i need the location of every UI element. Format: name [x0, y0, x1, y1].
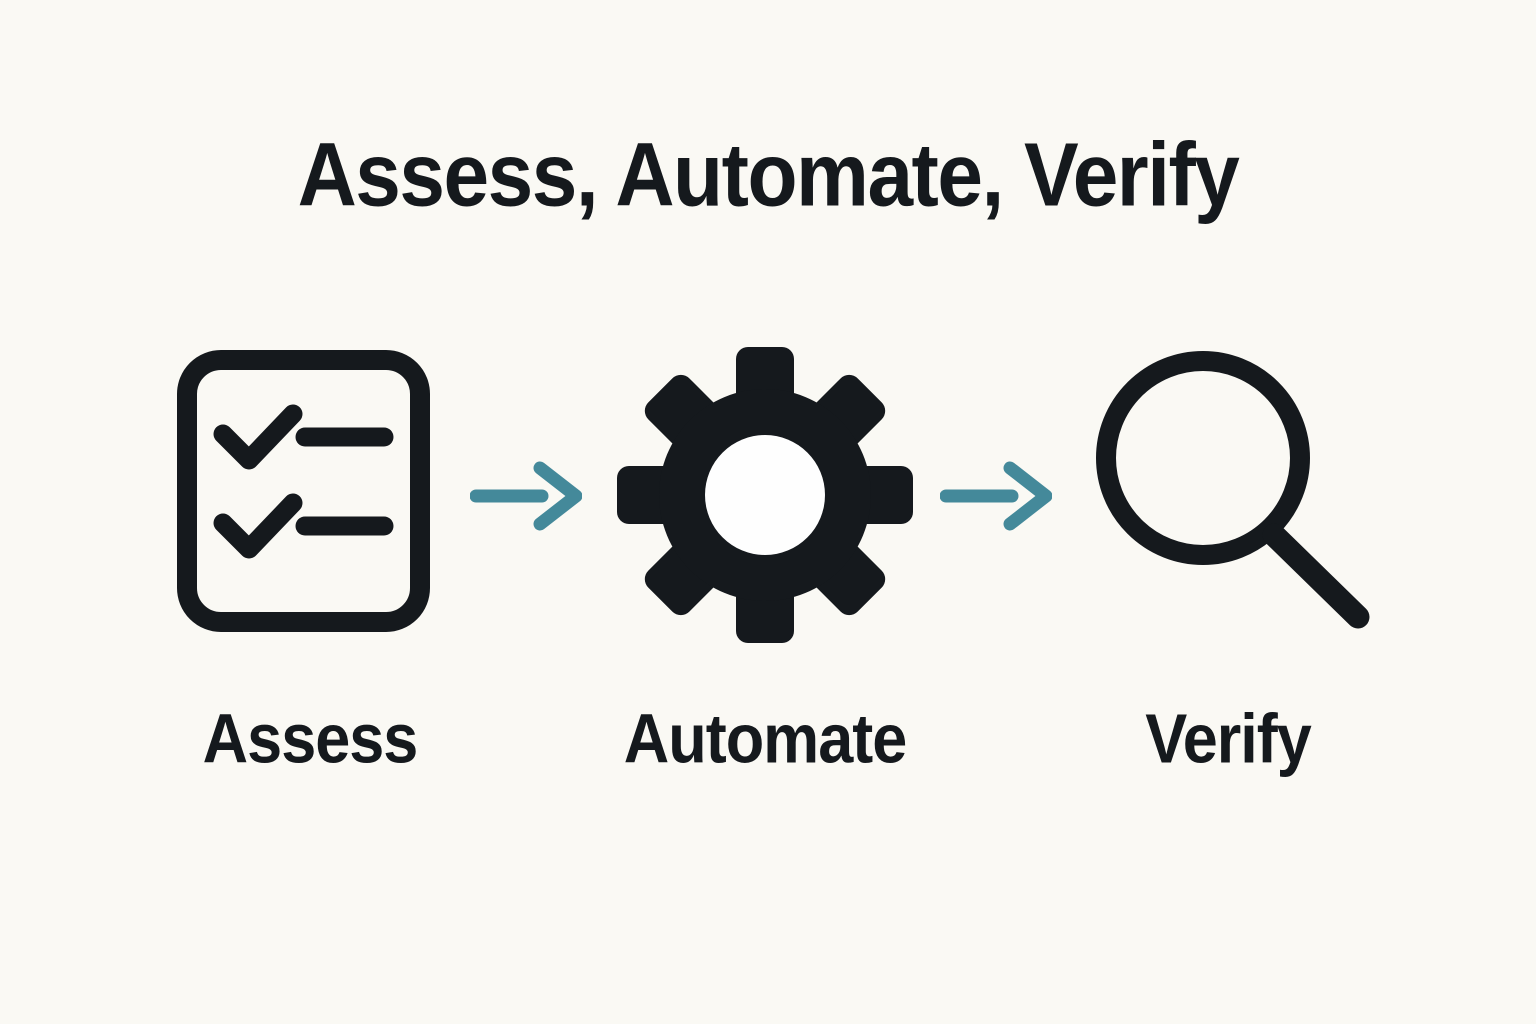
checklist-icon [177, 350, 430, 632]
step-label-automate: Automate [623, 701, 908, 779]
step-label-assess: Assess [202, 701, 419, 779]
gear-icon [617, 347, 913, 643]
step-label-verify: Verify [1145, 701, 1312, 779]
flow-arrow-right-icon [470, 460, 582, 532]
magnifying-glass-icon [1086, 345, 1376, 635]
diagram-title: Assess, Automate, Verify [297, 125, 1240, 226]
flow-arrow-right-icon [940, 460, 1052, 532]
